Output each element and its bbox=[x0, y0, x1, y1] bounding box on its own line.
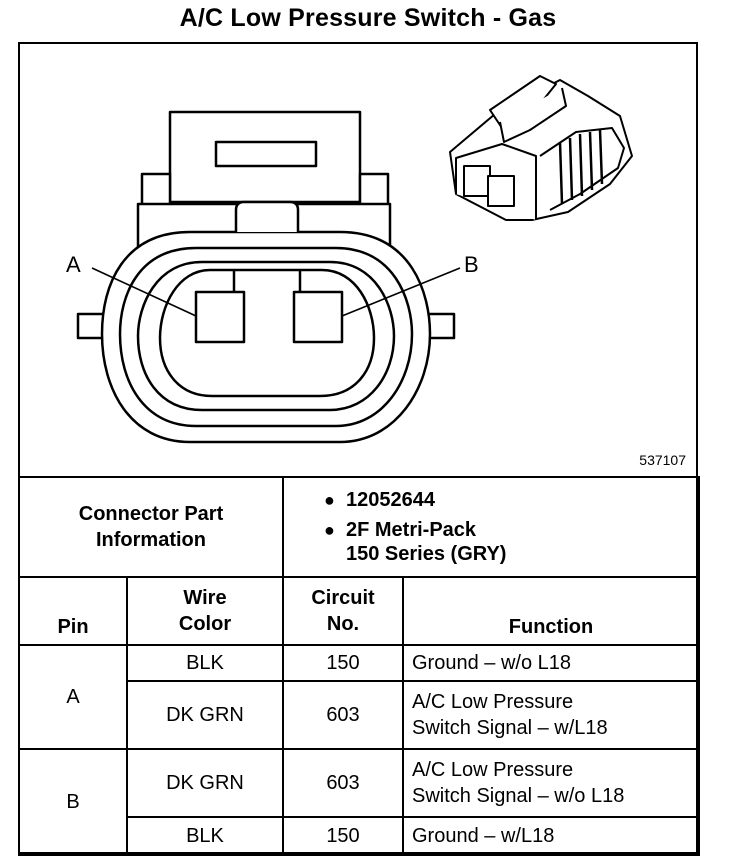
wire-cell: BLK bbox=[126, 644, 284, 682]
pin-a-callout: A bbox=[66, 252, 81, 277]
part-number: 12052644 bbox=[346, 489, 435, 511]
function-cell: A/C Low Pressure Switch Signal – w/L18 bbox=[401, 680, 701, 750]
table-row: DK GRN 603 A/C Low Pressure Switch Signa… bbox=[19, 680, 701, 750]
part-info-label: Connector Part Information bbox=[18, 476, 284, 578]
terminal-b bbox=[292, 290, 344, 344]
terminal-a bbox=[194, 290, 246, 344]
connector-top-slot bbox=[214, 140, 318, 168]
connector-isometric-sketch bbox=[449, 75, 633, 221]
circuit-cell: 603 bbox=[282, 748, 404, 818]
circuit-cell: 150 bbox=[282, 644, 404, 682]
page-title: A/C Low Pressure Switch - Gas bbox=[179, 4, 557, 32]
table-row: A BLK 150 Ground – w/o L18 bbox=[18, 644, 701, 750]
col-function: Function bbox=[401, 576, 701, 646]
column-header-row: Pin Wire Color Circuit No. Function bbox=[18, 576, 701, 646]
connector-drawing: A B bbox=[66, 75, 633, 444]
figure-id: 537107 bbox=[639, 452, 686, 468]
circuit-cell: 603 bbox=[282, 680, 404, 750]
part-info-values: ●12052644 ●2F Metri-Pack 150 Series (GRY… bbox=[281, 476, 701, 578]
part-info-row: Connector Part Information ●12052644 ●2F… bbox=[18, 476, 701, 578]
wire-cell: BLK bbox=[126, 816, 284, 856]
function-cell: Ground – w/o L18 bbox=[401, 644, 701, 682]
col-circuit: Circuit No. bbox=[282, 576, 404, 646]
wire-cell: DK GRN bbox=[126, 748, 284, 818]
function-cell: A/C Low Pressure Switch Signal – w/o L18 bbox=[401, 748, 701, 818]
pin-b-leader bbox=[341, 267, 461, 317]
pin-cell: A bbox=[18, 644, 128, 750]
pin-cell: B bbox=[18, 748, 128, 856]
col-pin: Pin bbox=[18, 576, 128, 646]
table-row: BLK 150 Ground – w/L18 bbox=[19, 816, 701, 856]
part-description-1: 2F Metri-Pack bbox=[346, 519, 477, 541]
circuit-cell: 150 bbox=[282, 816, 404, 856]
connector-cavity bbox=[158, 268, 376, 398]
connector-middle-oval bbox=[118, 246, 414, 428]
connector-center-bump bbox=[234, 200, 300, 232]
pin-a-leader bbox=[91, 267, 197, 317]
connector-info-table: Connector Part Information ●12052644 ●2F… bbox=[18, 476, 701, 856]
connector-right-tab bbox=[358, 172, 390, 210]
part-description-2: 150 Series (GRY) bbox=[346, 543, 507, 565]
function-cell: Ground – w/L18 bbox=[401, 816, 701, 856]
pin-b-callout: B bbox=[464, 252, 479, 277]
wire-cell: DK GRN bbox=[126, 680, 284, 750]
col-wire-color: Wire Color bbox=[126, 576, 284, 646]
connector-inner-oval bbox=[136, 260, 396, 412]
table-row: B DK GRN 603 A/C Low Pressure Switch Sig… bbox=[18, 748, 701, 856]
